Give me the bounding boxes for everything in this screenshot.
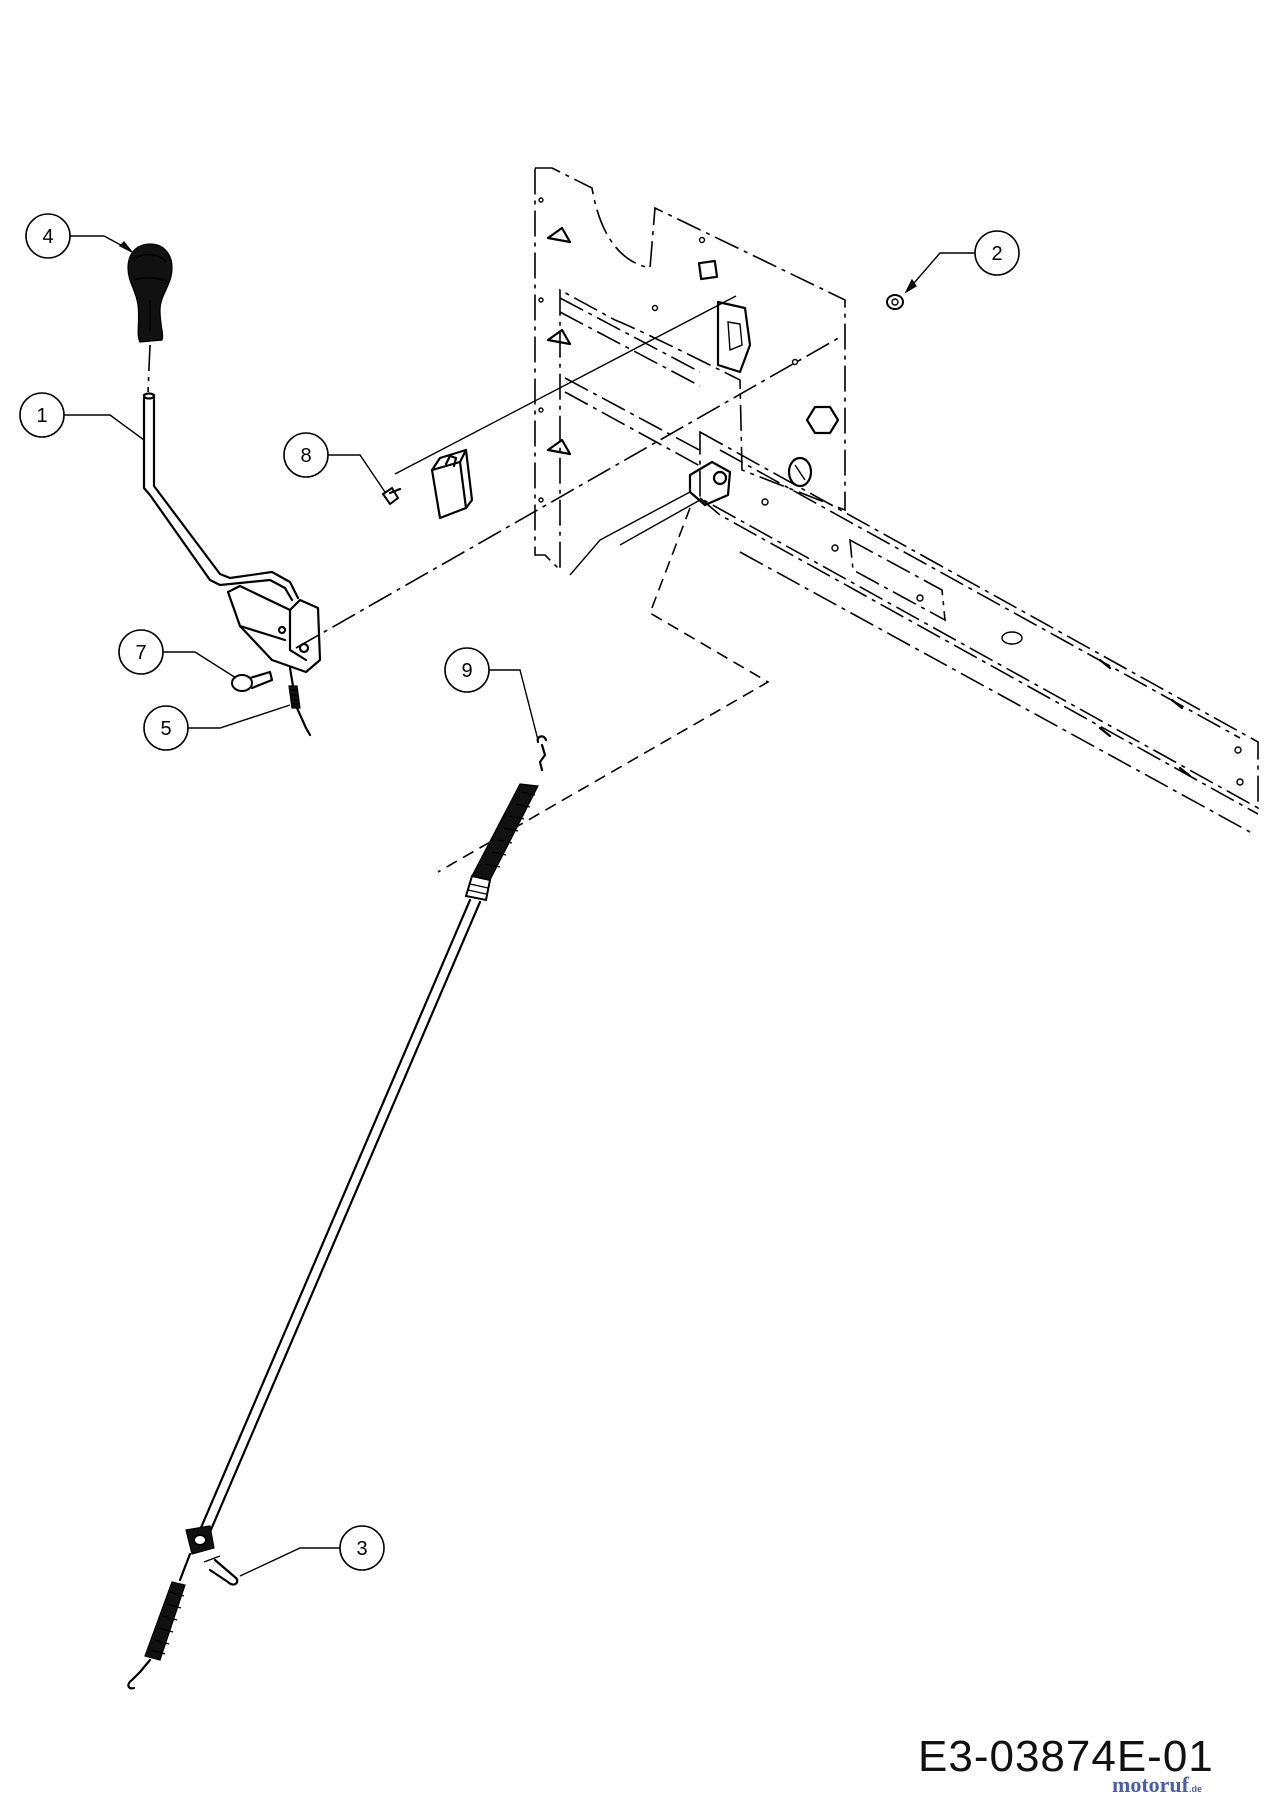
pin-part [231, 670, 274, 692]
callout-8-label: 8 [300, 445, 311, 467]
bolt-part [381, 486, 402, 506]
callout-9: 9 [444, 647, 539, 741]
hairpin-clip-part [203, 1555, 239, 1586]
callout-5-label: 5 [160, 718, 171, 740]
callout-2: 2 [904, 230, 1020, 294]
callout-9-label: 9 [461, 660, 472, 682]
callout-4-label: 4 [42, 226, 53, 248]
spring-part [288, 666, 312, 737]
watermark-logo: motoruf.de [1112, 1772, 1202, 1798]
cable-part [127, 735, 548, 1690]
watermark-ext: .de [1188, 1784, 1202, 1794]
callout-5: 5 [143, 704, 291, 751]
callout-3: 3 [239, 1525, 385, 1577]
knob-axis-line [147, 344, 151, 393]
callout-1-label: 1 [36, 405, 47, 427]
alignment-line-lever [295, 335, 843, 649]
callout-3-label: 3 [356, 1538, 367, 1560]
callout-2-label: 2 [991, 243, 1002, 265]
callout-8: 8 [283, 432, 386, 493]
frame-bracket [569, 460, 732, 576]
watermark-name: motoruf [1112, 1772, 1189, 1797]
callout-1: 1 [19, 392, 145, 441]
switch-block [430, 448, 474, 520]
callout-7-label: 7 [135, 642, 146, 664]
alignment-line-bolt [394, 295, 737, 475]
callout-7: 7 [118, 629, 237, 679]
frame-rail [699, 430, 1259, 833]
nut-part [886, 294, 904, 310]
alignment-line-cable [437, 507, 770, 873]
callout-4: 4 [25, 213, 133, 259]
mounting-plate [534, 167, 846, 572]
knob-part [127, 243, 173, 343]
diagram-code: E3-03874E-01 [918, 1732, 1214, 1781]
lever-part [142, 392, 322, 674]
